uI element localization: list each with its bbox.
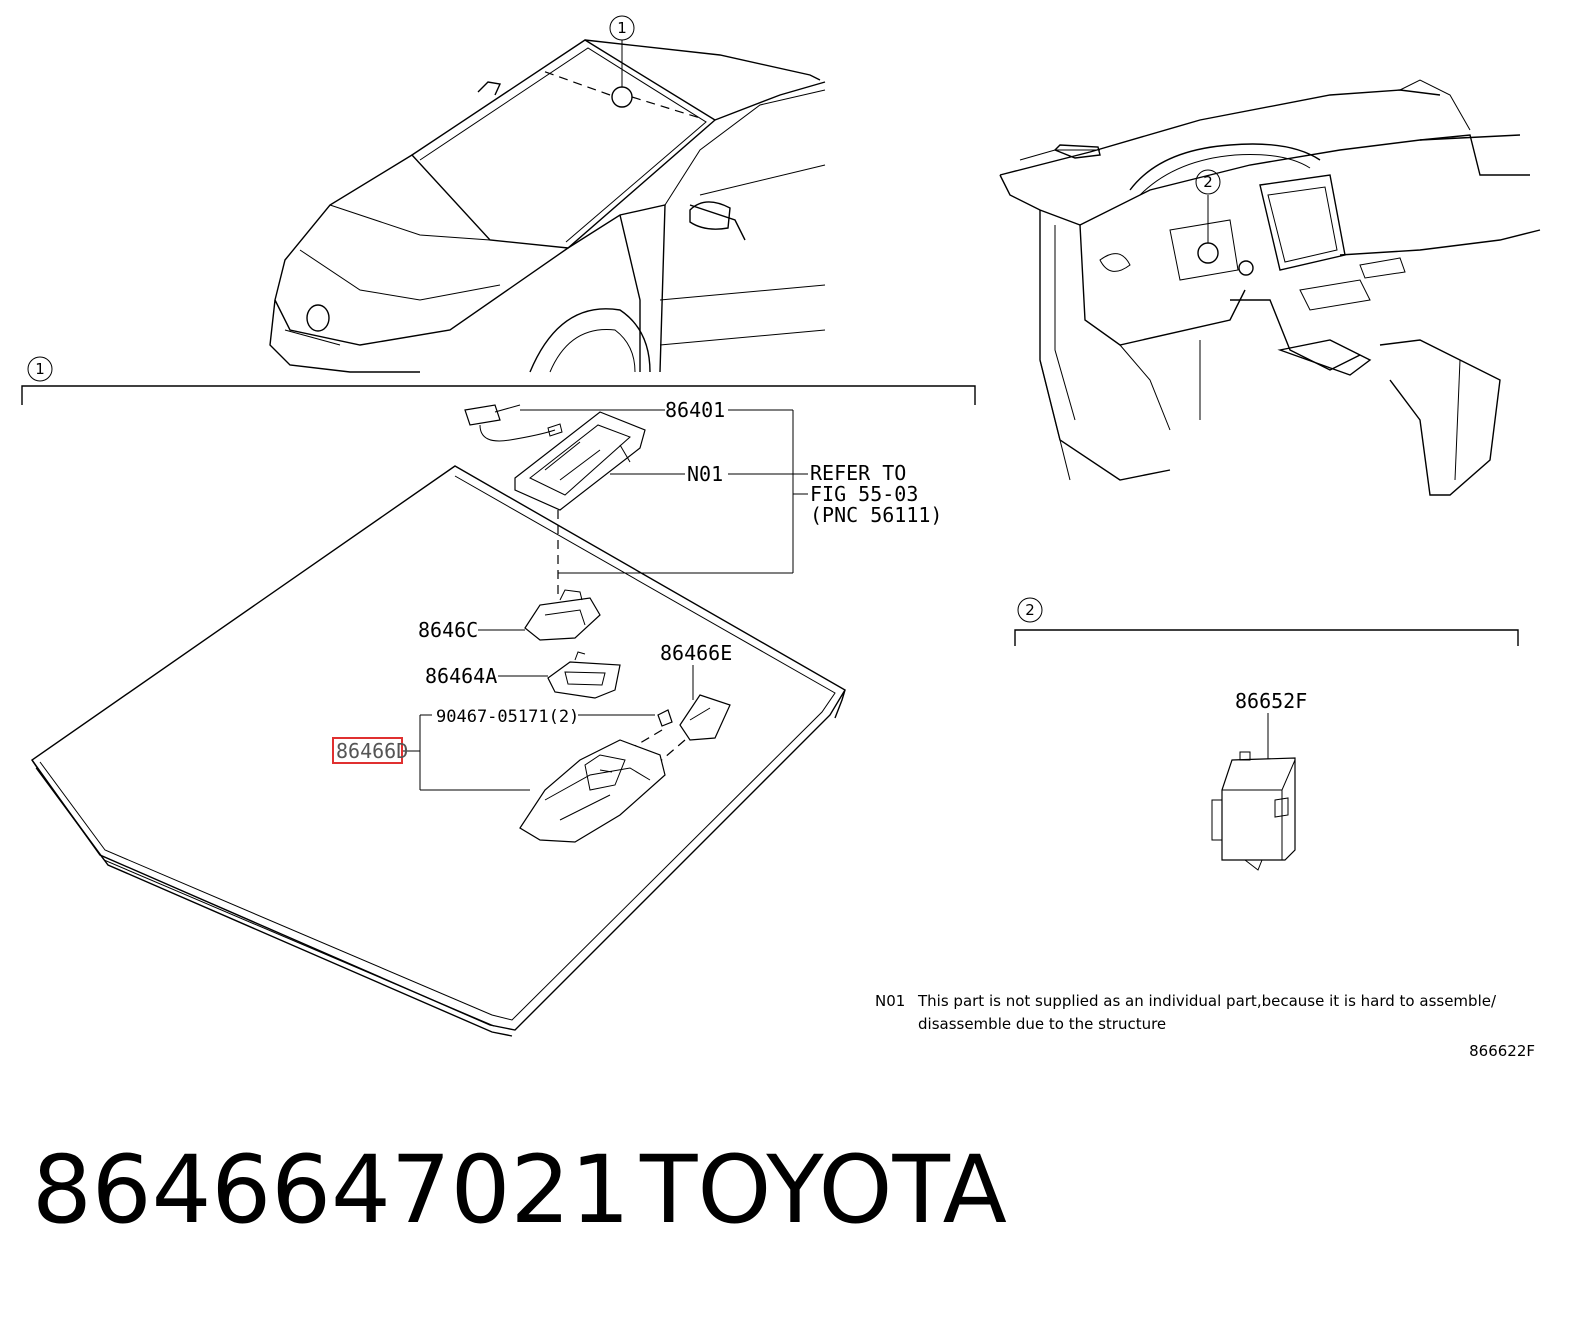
callout-2-dash: 2: [1203, 173, 1213, 191]
callout-1-bracket: 1: [35, 360, 45, 378]
part-86652F-module: [1211, 751, 1296, 871]
product-part-number: 8646647021: [32, 1136, 630, 1245]
part-86466D-housing: [519, 739, 666, 843]
leader-lines: [402, 409, 808, 791]
windshield-glass: [31, 465, 846, 1037]
section-2-bracket: [1014, 597, 1519, 646]
part-label-86464A[interactable]: 86464A: [425, 664, 497, 688]
footnote-line-1: This part is not supplied as an individu…: [917, 992, 1497, 1010]
part-label-8646C[interactable]: 8646C: [418, 618, 478, 642]
refer-line-1: REFER TO: [810, 461, 906, 485]
highlight-box: [332, 737, 403, 764]
callout-2-bracket: 2: [1025, 601, 1035, 619]
part-86466E-cover: [679, 694, 731, 741]
footnote-code: N01: [875, 992, 905, 1010]
assembly-line-2: [619, 729, 663, 756]
callout-1-car-circle: [609, 15, 635, 41]
section-1-bracket: [21, 356, 976, 405]
footnote-line-2: disassemble due to the structure: [918, 1015, 1166, 1033]
part-label-86466E[interactable]: 86466E: [660, 641, 732, 665]
refer-line-2: FIG 55-03: [810, 482, 918, 506]
car-exterior-illustration: [269, 39, 826, 373]
callout-1-car: 1: [617, 19, 627, 37]
dashboard-illustration: [999, 79, 1541, 496]
part-90467-clip: [657, 709, 673, 727]
callout-2-dash-circle: [1195, 169, 1221, 195]
figure-id: 866622F: [1469, 1042, 1535, 1060]
part-8646C-bracket: [524, 589, 601, 641]
part-86464A-plate: [547, 651, 621, 699]
part-label-n01[interactable]: N01: [687, 462, 723, 486]
product-brand: TOYOTA: [639, 1136, 1007, 1245]
part-86401-harness: [464, 404, 563, 442]
part-n01-frame: [514, 411, 646, 511]
part-label-90467-05171[interactable]: 90467-05171(2): [436, 707, 579, 727]
part-label-86466D[interactable]: 86466D: [336, 739, 408, 763]
refer-line-3: (PNC 56111): [810, 503, 942, 527]
part-label-86652F[interactable]: 86652F: [1235, 689, 1307, 713]
part-label-86401[interactable]: 86401: [665, 398, 725, 422]
